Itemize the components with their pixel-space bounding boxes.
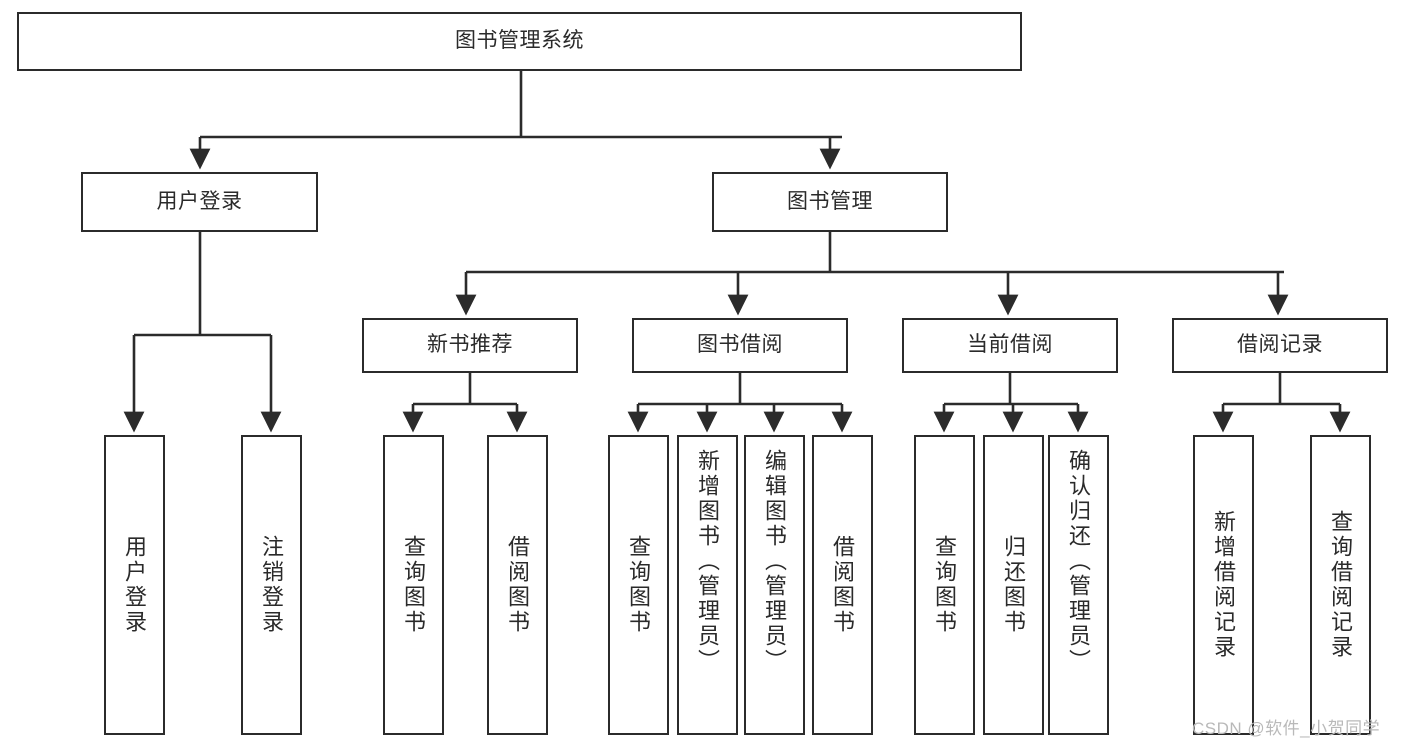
node-leaf-query-book-2-label: 查询图书: [626, 535, 652, 635]
node-leaf-query-book-2[interactable]: 查询图书: [608, 435, 669, 735]
node-leaf-user-logout-label: 注销登录: [259, 535, 285, 635]
node-user-login-label: 用户登录: [156, 189, 243, 213]
node-current-borrow[interactable]: 当前借阅: [902, 318, 1118, 373]
node-leaf-user-login-label: 用户登录: [122, 535, 148, 635]
node-leaf-query-record-label: 查询借阅记录: [1328, 510, 1354, 660]
node-leaf-add-record[interactable]: 新增借阅记录: [1193, 435, 1254, 735]
node-leaf-query-book-1[interactable]: 查询图书: [383, 435, 444, 735]
node-leaf-borrow-book-2-label: 借阅图书: [830, 535, 856, 635]
node-leaf-user-logout[interactable]: 注销登录: [241, 435, 302, 735]
node-leaf-user-login[interactable]: 用户登录: [104, 435, 165, 735]
node-leaf-edit-book-label: 编辑图书（管理员）: [762, 449, 788, 674]
node-new-book-recommend[interactable]: 新书推荐: [362, 318, 578, 373]
node-leaf-add-book-label: 新增图书（管理员）: [695, 449, 721, 674]
node-user-login[interactable]: 用户登录: [81, 172, 318, 232]
node-book-manage-label: 图书管理: [787, 189, 873, 213]
watermark-text: CSDN @软件_小贺同学: [1192, 719, 1381, 738]
node-leaf-query-record[interactable]: 查询借阅记录: [1310, 435, 1371, 735]
node-leaf-return-book-label: 归还图书: [1001, 535, 1027, 635]
node-borrow-record-label: 借阅记录: [1237, 333, 1323, 357]
node-leaf-add-book[interactable]: 新增图书（管理员）: [677, 435, 738, 735]
node-leaf-edit-book[interactable]: 编辑图书（管理员）: [744, 435, 805, 735]
node-leaf-query-book-3-label: 查询图书: [932, 535, 958, 635]
node-root[interactable]: 图书管理系统: [17, 12, 1022, 71]
node-borrow-record[interactable]: 借阅记录: [1172, 318, 1388, 373]
node-leaf-return-book[interactable]: 归还图书: [983, 435, 1044, 735]
node-leaf-add-record-label: 新增借阅记录: [1211, 510, 1237, 660]
node-leaf-query-book-3[interactable]: 查询图书: [914, 435, 975, 735]
node-current-borrow-label: 当前借阅: [967, 333, 1053, 357]
node-leaf-query-book-1-label: 查询图书: [401, 535, 427, 635]
node-book-borrow-label: 图书借阅: [697, 333, 783, 357]
node-leaf-confirm-return-label: 确认归还（管理员）: [1066, 449, 1092, 674]
node-leaf-borrow-book-2[interactable]: 借阅图书: [812, 435, 873, 735]
node-book-manage[interactable]: 图书管理: [712, 172, 948, 232]
node-new-book-recommend-label: 新书推荐: [427, 333, 513, 357]
node-root-label: 图书管理系统: [455, 29, 584, 53]
node-leaf-borrow-book-1[interactable]: 借阅图书: [487, 435, 548, 735]
node-leaf-borrow-book-1-label: 借阅图书: [505, 535, 531, 635]
node-leaf-confirm-return[interactable]: 确认归还（管理员）: [1048, 435, 1109, 735]
node-book-borrow[interactable]: 图书借阅: [632, 318, 848, 373]
